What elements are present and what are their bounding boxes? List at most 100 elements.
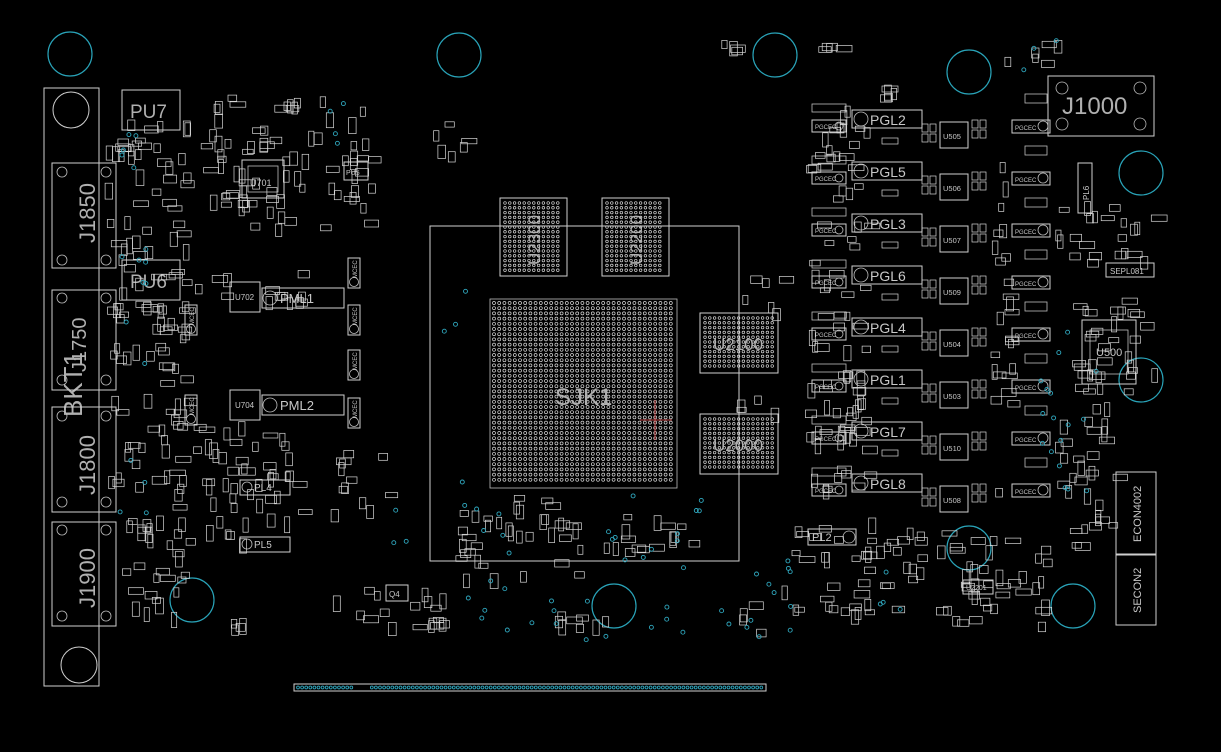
capacitor-mcec	[347, 349, 361, 381]
smd-part	[1126, 250, 1143, 258]
smd-part	[308, 130, 315, 147]
smd-part	[430, 622, 445, 630]
smd-part	[852, 387, 867, 396]
smd-part	[438, 617, 447, 632]
smd-part	[993, 229, 1004, 237]
via	[766, 581, 772, 587]
smd-part	[256, 498, 264, 514]
smd-part	[849, 433, 857, 447]
smd-part	[172, 549, 185, 558]
via	[719, 608, 725, 614]
smd-part	[368, 183, 376, 194]
via	[1093, 368, 1099, 374]
smd-part	[277, 211, 286, 224]
smd-part	[541, 497, 554, 505]
smd-part	[165, 408, 176, 415]
smd-part	[112, 478, 125, 488]
via	[453, 321, 458, 327]
smd-part	[1069, 252, 1081, 261]
smd-part	[1117, 234, 1127, 242]
smd-part	[620, 535, 636, 543]
smd-part	[794, 606, 805, 613]
choke-pl4: PL4	[239, 479, 291, 496]
smd-part	[106, 219, 115, 228]
smd-part	[1006, 296, 1014, 312]
smd-part	[554, 559, 570, 568]
smd-part	[362, 138, 370, 151]
via	[119, 152, 125, 158]
smd-part	[990, 351, 1001, 358]
smd-part	[862, 445, 878, 455]
mosfet-u508	[939, 485, 969, 513]
smd-part	[1108, 522, 1119, 529]
controller-u701: U701 PU5	[241, 159, 369, 199]
smd-part	[791, 550, 801, 557]
smd-part	[822, 485, 833, 493]
smd-part	[853, 590, 871, 599]
smd-part	[623, 514, 633, 521]
smd-part	[612, 542, 619, 556]
smd-part	[223, 427, 231, 441]
connector-j1000: J1000	[1047, 75, 1155, 137]
smd-part	[1123, 388, 1134, 396]
smd-part	[460, 549, 472, 558]
smd-part	[128, 150, 135, 165]
smd-part	[554, 520, 571, 529]
smd-part	[364, 219, 379, 228]
gpu-package: SJK1	[429, 225, 740, 562]
smd-part	[1041, 599, 1050, 616]
via	[117, 509, 123, 515]
smd-part	[351, 171, 358, 184]
mosfet-u505	[939, 121, 969, 149]
smd-part	[116, 409, 130, 416]
smd-part	[259, 141, 275, 149]
connector-j1900: J1900	[51, 521, 117, 627]
smd-part	[147, 425, 161, 433]
smd-part	[809, 259, 821, 267]
smd-part	[989, 536, 998, 546]
smd-part	[826, 153, 836, 163]
smd-part	[457, 526, 468, 536]
via	[391, 540, 397, 546]
smd-part	[979, 565, 989, 574]
smd-part	[135, 482, 144, 493]
smd-part	[412, 624, 428, 631]
smd-part	[213, 103, 221, 113]
smd-part	[235, 456, 249, 466]
via	[474, 506, 480, 512]
pcie-edge-connector	[293, 683, 767, 692]
smd-part	[179, 475, 187, 487]
pu6-label: PU6	[130, 272, 167, 293]
controller-u704: U704	[229, 389, 261, 421]
mosfet-u504	[939, 329, 969, 357]
smd-part	[266, 513, 276, 528]
smd-part	[999, 162, 1006, 174]
smd-part	[108, 476, 115, 490]
capacitor-mcec	[184, 304, 198, 336]
smd-part	[131, 601, 140, 617]
u503-label: U503	[943, 392, 961, 401]
smd-part	[439, 620, 450, 629]
pgcec-label: PGCEC	[815, 177, 837, 183]
smd-part	[263, 462, 277, 471]
smd-part	[1079, 241, 1096, 249]
via	[327, 108, 333, 114]
j1750-label: J1750	[69, 318, 91, 373]
mounting-hole	[946, 49, 992, 95]
smd-part	[119, 311, 129, 318]
smd-part	[113, 303, 122, 319]
smd-part	[276, 194, 285, 209]
smd-part	[338, 462, 345, 477]
smd-part	[837, 425, 846, 441]
via	[583, 637, 589, 643]
smd-part	[991, 364, 998, 380]
sepl081-label: SEPL081	[1110, 267, 1144, 276]
smd-part	[285, 452, 293, 467]
smd-part	[157, 121, 164, 133]
via	[675, 531, 680, 537]
smd-part	[814, 343, 830, 352]
smd-part	[906, 527, 914, 540]
choke-pgl7	[851, 421, 923, 441]
io-bracket: BKT1	[43, 87, 100, 687]
